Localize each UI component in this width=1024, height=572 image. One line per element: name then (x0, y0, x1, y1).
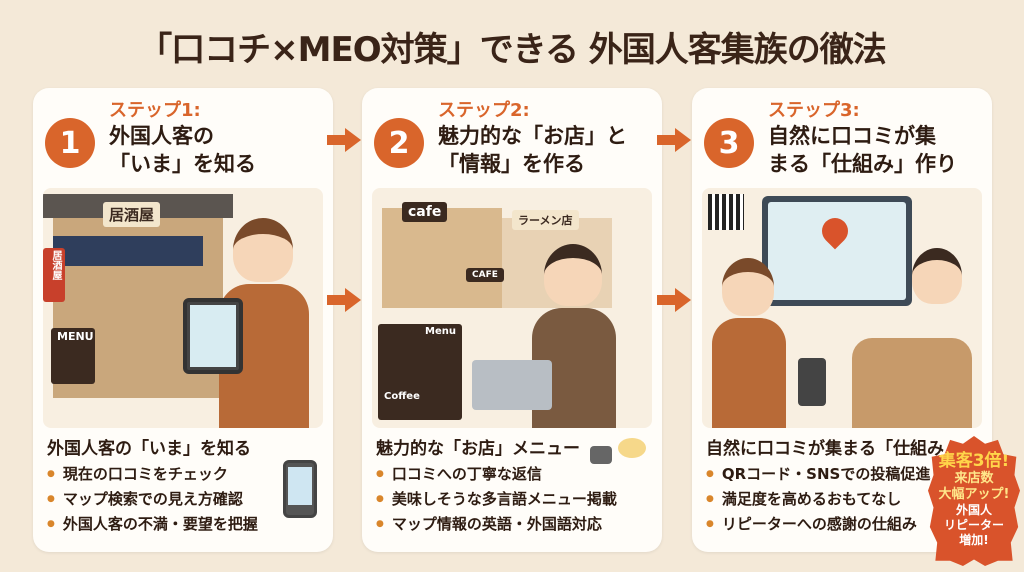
step-heading: 自然に口コミが集まる「仕組み」作り (768, 122, 957, 178)
menu-board: MENU (51, 328, 95, 384)
step-subtitle: 魅力的な「お店」メニュー (376, 439, 580, 459)
lantern: 居酒屋 (43, 248, 65, 302)
heading-line: 自然に口コミが集 (768, 124, 936, 148)
step-label: ステップ1: (109, 100, 201, 121)
list-item: 満足度を高めるおもてなし (706, 487, 930, 512)
noren-curtain (53, 236, 203, 266)
step-3-card: 3 ステップ3: 自然に口コミが集まる「仕組み」作り 自然に口コミが集まる「仕組… (692, 88, 992, 552)
step-label: ステップ2: (438, 100, 530, 121)
cafe-board: CAFE (466, 268, 504, 282)
badge-line: リピーター (943, 518, 1004, 532)
menu-board-title: Menu (425, 326, 456, 337)
apron (712, 318, 786, 428)
arrow-right-icon (657, 288, 691, 312)
page-title: 「口コチ×MEO対策」できる 外国人客集族の徹法 (138, 30, 887, 70)
izakaya-illustration: 居酒屋 居酒屋 MENU (43, 188, 323, 428)
list-item: マップ検索での見え方確認 (47, 487, 258, 512)
izakaya-sign: 居酒屋 (103, 202, 161, 227)
step-subtitle: 外国人客の「いま」を知る (47, 439, 251, 459)
results-badge: 集客3倍! 来店数 大幅アップ! 外国人 リピーター 増加! (928, 436, 1020, 566)
step-heading: 外国人客の「いま」を知る (109, 122, 256, 178)
step-subtitle: 自然に口コミが集まる「仕組み (706, 439, 944, 459)
shop-owner-man (912, 248, 962, 304)
step-1-card: 1 ステップ1: 外国人客の「いま」を知る 居酒屋 居酒屋 MENU 外国人客の… (33, 88, 333, 552)
ramen-sign: ラーメン店 (512, 210, 579, 230)
list-item: 口コミへの丁寧な返信 (376, 462, 617, 487)
step-label: ステップ3: (768, 100, 860, 121)
list-item: リピーターへの感謝の仕組み (706, 512, 930, 537)
step-number-badge: 3 (704, 118, 754, 168)
tourist-group (852, 338, 972, 428)
smartphone-globe-icon (283, 460, 317, 518)
list-item: 現在の口コミをチェック (47, 462, 258, 487)
badge-line: 外国人 (955, 503, 992, 517)
list-item: QRコード・SNSでの投稿促進 (706, 462, 930, 487)
shop-owner-woman (722, 258, 774, 316)
heading-line: 魅力的な「お店」と (438, 124, 627, 148)
heading-line: 外国人客の (109, 124, 214, 148)
menu-board-coffee: Coffee (384, 391, 420, 402)
shop-owner-man (544, 244, 602, 306)
laptop (472, 360, 552, 410)
arrow-right-icon (327, 288, 361, 312)
review-system-illustration (702, 188, 982, 428)
arrow-right-icon (657, 128, 691, 152)
list-item: マップ情報の英語・外国語対応 (376, 512, 617, 537)
step-number-badge: 2 (374, 118, 424, 168)
cafe-sign: cafe (402, 202, 448, 222)
shop-owner-woman (233, 218, 293, 282)
badge-line: 増加! (959, 533, 989, 547)
camera-icon (590, 446, 612, 464)
list-item: 外国人客の不満・要望を把握 (47, 512, 258, 537)
heading-line: まる「仕組み」作り (768, 152, 957, 176)
badge-line: 大幅アップ! (938, 487, 1010, 502)
list-item: 美味しそうな多言語メニュー掲載 (376, 487, 617, 512)
step-number-badge: 1 (45, 118, 95, 168)
badge-line: 来店数 (954, 471, 994, 486)
tablet-map (183, 298, 243, 374)
badge-line: 集客3倍! (938, 451, 1010, 471)
smartphone-review-icon (798, 358, 826, 406)
heading-line: 「情報」を作る (438, 152, 585, 176)
cafe-storefront (382, 208, 502, 308)
step-items: QRコード・SNSでの投稿促進 満足度を高めるおもてなし リピーターへの感謝の仕… (706, 462, 930, 537)
heading-line: 「いま」を知る (109, 152, 256, 176)
qr-code-icon (708, 194, 744, 230)
monitor-map (762, 196, 912, 306)
step-2-card: 2 ステップ2: 魅力的な「お店」と「情報」を作る cafe ラーメン店 CAF… (362, 88, 662, 552)
step-heading: 魅力的な「お店」と「情報」を作る (438, 122, 627, 178)
speech-bubble-icon (618, 438, 646, 458)
arrow-right-icon (327, 128, 361, 152)
step-items: 現在の口コミをチェック マップ検索での見え方確認 外国人客の不満・要望を把握 (47, 462, 258, 537)
step-items: 口コミへの丁寧な返信 美味しそうな多言語メニュー掲載 マップ情報の英語・外国語対… (376, 462, 617, 537)
